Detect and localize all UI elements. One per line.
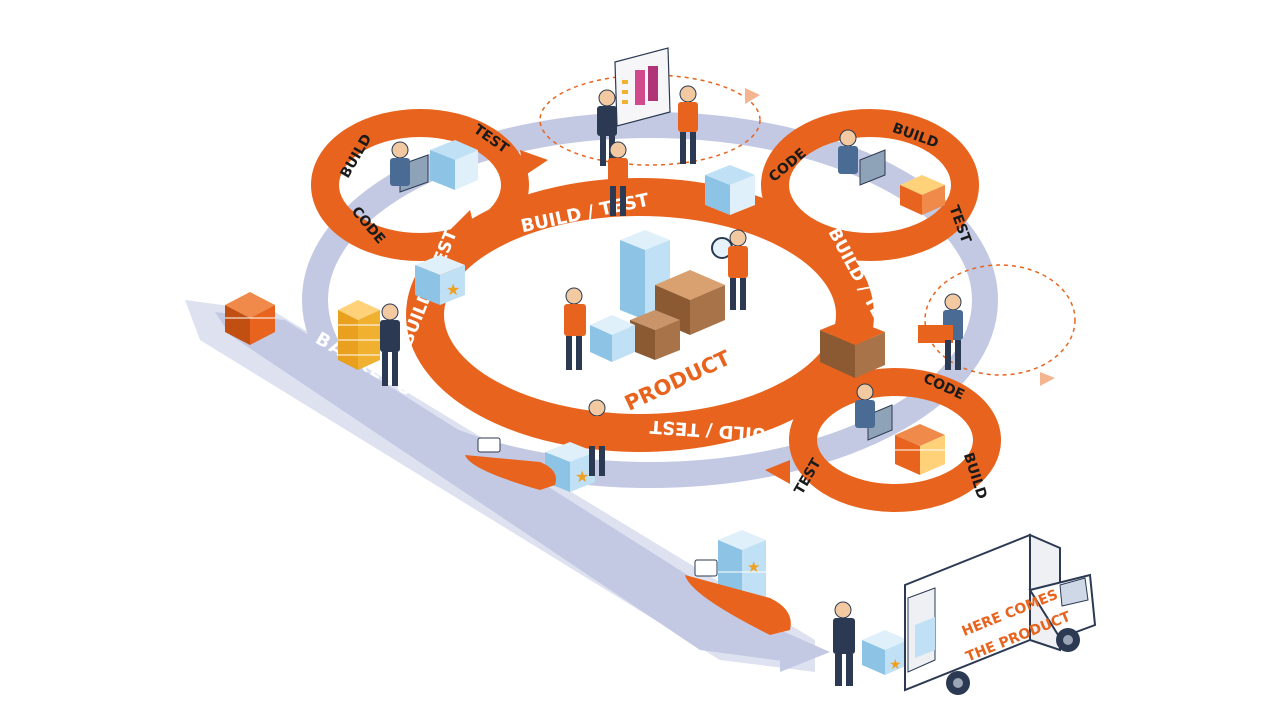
dotted-arrow-top [745,88,760,104]
star-icon: ★ [889,657,902,673]
code-stack-top-right [900,175,945,215]
loop-bottom-right [765,368,1001,512]
dotted-orbits [539,74,1076,386]
boat-icon [685,559,791,635]
loop-top-left-arrow [520,150,548,176]
backlog-stack-tall [338,300,380,370]
dotted-arrow-right [1040,372,1055,386]
open-blue-box-top-left [430,140,478,190]
kanban-board-icon [614,47,671,127]
person-icon [587,399,607,476]
star-box-hand: ★ [862,630,908,675]
truck-icon [904,533,1097,695]
loop-bottom-right-arrow [765,460,790,484]
loop-top-right [761,109,979,261]
open-blue-box-top-right [705,165,755,215]
star-icon: ★ [575,467,589,486]
main-loop-arrow-left [515,400,550,430]
person-icon [838,129,858,174]
product-box-stack [590,230,725,362]
person-icon [833,601,855,686]
person-icon [390,141,410,186]
star-box-left: ★ [415,255,465,305]
backlog-stack-small [225,292,275,345]
loop-top-left [311,109,548,261]
person-icon [918,293,963,370]
outer-ring [302,112,998,488]
backlog-delivery-track [185,300,830,672]
open-box-right [820,318,885,378]
person-icon [608,141,628,216]
person-icon [678,85,698,164]
people [380,85,963,686]
track-arrow-head [780,630,830,672]
person-icon [855,383,875,428]
star-icon: ★ [446,280,460,299]
boat-icon [465,437,556,490]
code-stack-bottom-right [895,424,945,475]
person-icon [380,303,400,386]
loop-top-right-arrow [905,228,935,255]
center-label-product: PRODUCT [621,346,735,416]
star-icon: ★ [747,558,760,576]
person-icon [564,287,586,370]
person-icon [728,229,748,310]
